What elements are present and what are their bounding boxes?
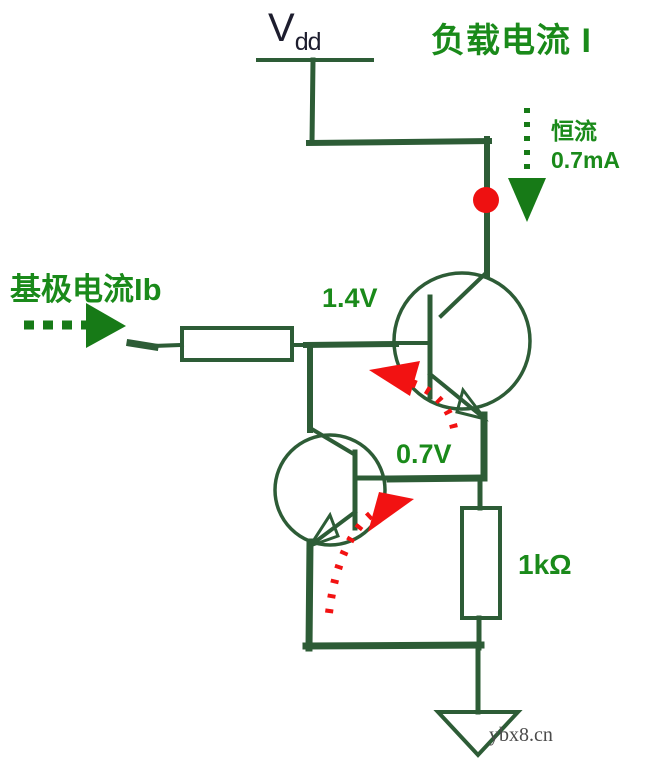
lower-feedback-arrow xyxy=(325,492,414,614)
bottom-rail-wire xyxy=(302,641,485,650)
mirror-emitter-wire xyxy=(305,538,314,652)
voltage-label-lower: 0.7V xyxy=(396,439,452,469)
base-resistor-body xyxy=(180,326,294,362)
emitter-resistor-body xyxy=(460,506,502,620)
mirror-transistor-envelope xyxy=(273,433,387,547)
lower-feedback-arrowhead xyxy=(368,492,414,532)
constant-current-value: 0.7mA xyxy=(551,146,621,173)
upper-feedback-arrowhead xyxy=(369,361,420,396)
upper-collector-lead xyxy=(438,269,490,319)
junction-node-dot xyxy=(473,187,499,213)
vdd-label: Vdd xyxy=(268,8,321,55)
constant-current-text: 恒流 xyxy=(551,118,597,144)
constant-current-label: 恒流 0.7mA xyxy=(551,117,620,175)
ground-triangle xyxy=(433,710,523,758)
lower-feedback-curve xyxy=(325,508,377,614)
mirror-emitter-lead xyxy=(308,509,358,548)
voltage-label-upper: 1.4V xyxy=(322,283,378,313)
resistor-value-label: 1kΩ xyxy=(518,549,572,580)
base-current-label: 基极电流Ib xyxy=(10,272,162,307)
vdd-subscript-text: dd xyxy=(294,28,322,56)
vdd-main-text: V xyxy=(268,6,295,50)
mirror-collector-lead xyxy=(307,425,355,456)
watermark-label: ybx8.cn xyxy=(489,724,553,746)
base-input-terminal xyxy=(125,338,160,352)
base-current-arrow xyxy=(24,303,126,348)
vdd-drop-wire xyxy=(309,57,316,146)
load-current-arrowhead xyxy=(508,178,546,222)
upper-feedback-arrow xyxy=(369,361,458,430)
node-07v-wire xyxy=(386,474,485,483)
load-current-arrow xyxy=(508,108,546,222)
base-current-arrowhead xyxy=(86,303,126,348)
upper-emitter-arrowhead xyxy=(455,386,489,422)
mirror-emitter-arrowhead xyxy=(306,511,340,549)
load-current-label: 负载电流 I xyxy=(431,22,592,60)
upper-emitter-lead xyxy=(427,371,487,421)
base-node-wire xyxy=(302,340,400,349)
top-horizontal-wire xyxy=(305,137,493,147)
